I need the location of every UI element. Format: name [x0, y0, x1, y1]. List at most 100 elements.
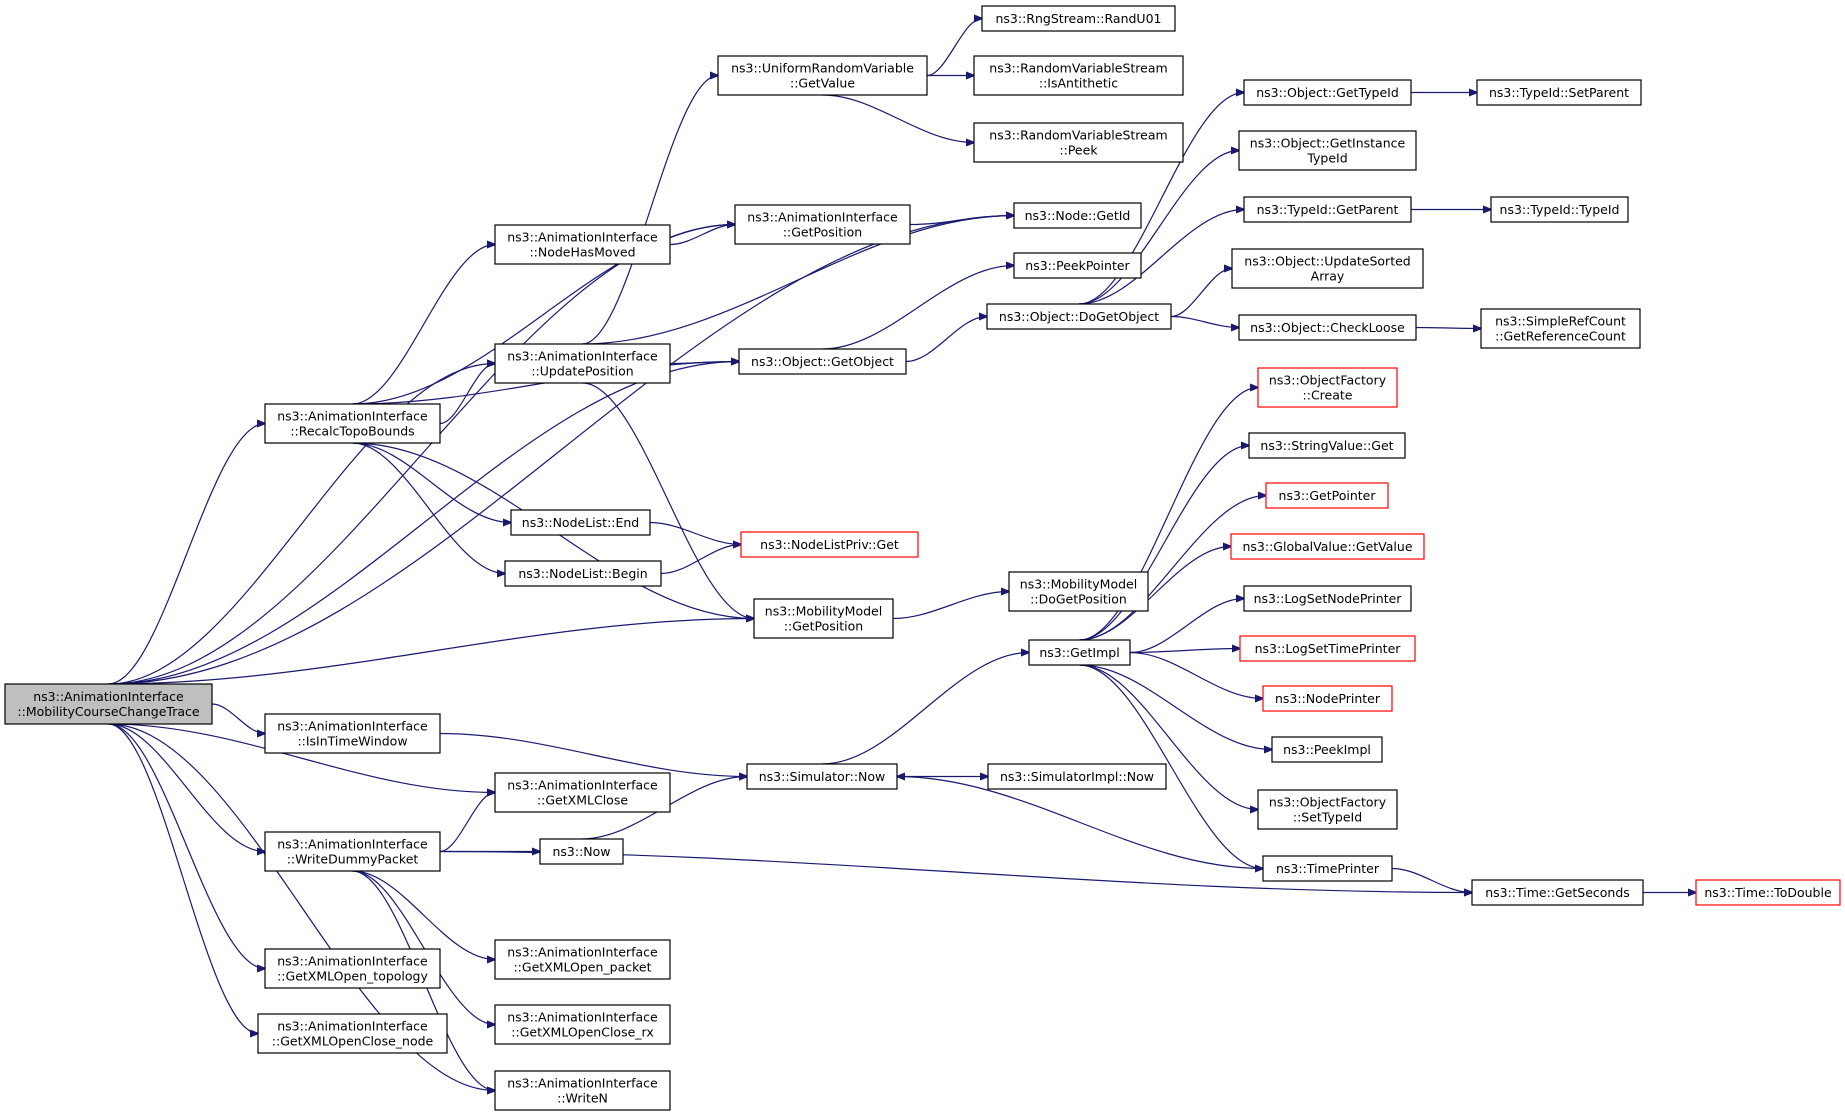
function-node-time-todouble[interactable]: ns3::Time::ToDouble	[1695, 879, 1841, 906]
node-label-line: ::IsAntithetic	[1039, 76, 1118, 91]
function-node-time-getseconds[interactable]: ns3::Time::GetSeconds	[1471, 879, 1644, 906]
call-edge-root-to-getxmlopen_topology	[108, 723, 266, 969]
node-box	[1257, 789, 1398, 830]
node-label-line: ::GetXMLOpen_packet	[513, 960, 651, 975]
function-node-simimpl-now[interactable]: ns3::SimulatorImpl::Now	[987, 763, 1167, 790]
node-label-line: ns3::Object::CheckLoose	[1250, 320, 1405, 335]
node-label-line: ::GetReferenceCount	[1495, 329, 1626, 344]
node-box	[1262, 685, 1393, 712]
function-node-logsettimeprinter[interactable]: ns3::LogSetTimePrinter	[1239, 635, 1416, 662]
call-edge-root-to-writen	[108, 723, 496, 1091]
function-node-peekimpl[interactable]: ns3::PeekImpl	[1271, 736, 1383, 763]
node-label-line: ::GetPosition	[784, 619, 863, 634]
call-edge-dogetobject-to-typeid_getparent	[1078, 210, 1244, 305]
function-node-getxmlopen-packet[interactable]: ns3::AnimationInterface::GetXMLOpen_pack…	[494, 939, 671, 980]
function-node-root[interactable]: ns3::AnimationInterface::MobilityCourseC…	[4, 683, 213, 725]
function-node-peekpointer[interactable]: ns3::PeekPointer	[1013, 252, 1142, 279]
node-label-line: ns3::AnimationInterface	[507, 230, 658, 245]
function-node-rvs-peek[interactable]: ns3::RandomVariableStream::Peek	[973, 122, 1184, 163]
function-node-nodelist-begin[interactable]: ns3::NodeList::Begin	[504, 560, 662, 587]
function-node-logsetnodeprinter[interactable]: ns3::LogSetNodePrinter	[1243, 585, 1412, 612]
call-edge-getimpl-to-nodeprinter	[1129, 651, 1263, 699]
node-box	[1257, 367, 1398, 408]
function-node-getxmlopen-topology[interactable]: ns3::AnimationInterface::GetXMLOpen_topo…	[264, 948, 441, 989]
call-edge-updateposition-to-obj_getobject	[669, 362, 739, 364]
node-label-line: ns3::StringValue::Get	[1260, 438, 1393, 453]
function-node-typeid-getparent[interactable]: ns3::TypeId::GetParent	[1243, 196, 1412, 223]
call-edge-obj_getobject-to-peekpointer	[822, 266, 1015, 350]
function-node-objfactory-create[interactable]: ns3::ObjectFactory::Create	[1257, 367, 1398, 408]
function-node-writedummy[interactable]: ns3::AnimationInterface::WriteDummyPacke…	[264, 831, 441, 872]
function-node-stringvalue-get[interactable]: ns3::StringValue::Get	[1248, 432, 1406, 459]
function-node-getpointer[interactable]: ns3::GetPointer	[1265, 482, 1389, 509]
function-node-nodehasmoved[interactable]: ns3::AnimationInterface::NodeHasMoved	[494, 224, 671, 265]
function-node-globalvalue-getvalue[interactable]: ns3::GlobalValue::GetValue	[1230, 533, 1425, 560]
function-node-nodelistpriv-get[interactable]: ns3::NodeListPriv::Get	[740, 531, 919, 558]
function-node-obj-gettypeid[interactable]: ns3::Object::GetTypeId	[1243, 79, 1412, 106]
node-box	[1238, 314, 1417, 341]
node-box	[1008, 571, 1149, 612]
node-box	[1028, 639, 1131, 666]
node-label-line: ns3::AnimationInterface	[747, 210, 898, 225]
function-node-simplerefcount[interactable]: ns3::SimpleRefCount::GetReferenceCount	[1480, 308, 1641, 349]
node-box	[740, 531, 919, 558]
function-node-randu01[interactable]: ns3::RngStream::RandU01	[981, 5, 1176, 32]
node-label-line: ns3::GlobalValue::GetValue	[1242, 539, 1412, 554]
function-node-uniform-getvalue[interactable]: ns3::UniformRandomVariable::GetValue	[717, 55, 928, 96]
function-node-writen[interactable]: ns3::AnimationInterface::WriteN	[494, 1070, 671, 1111]
function-node-typeid-typeid[interactable]: ns3::TypeId::TypeId	[1490, 196, 1629, 223]
function-node-obj-checkloose[interactable]: ns3::Object::CheckLoose	[1238, 314, 1417, 341]
node-box	[504, 560, 662, 587]
call-edge-root-to-isintime	[211, 703, 265, 734]
function-node-dogetobject[interactable]: ns3::Object::DoGetObject	[986, 303, 1172, 330]
node-box	[973, 55, 1184, 96]
function-node-typeid-setparent[interactable]: ns3::TypeId::SetParent	[1476, 79, 1642, 106]
node-box	[264, 831, 441, 872]
node-box	[981, 5, 1176, 32]
function-node-mobility-dogetposition[interactable]: ns3::MobilityModel::DoGetPosition	[1008, 571, 1149, 612]
node-label-line: ns3::AnimationInterface	[277, 409, 428, 424]
call-edge-recalc-to-nodehasmoved	[352, 245, 496, 405]
node-label-line: ns3::LogSetNodePrinter	[1254, 591, 1403, 606]
call-edge-recalc-to-nodelist_end	[352, 442, 512, 523]
function-node-updateposition[interactable]: ns3::AnimationInterface::UpdatePosition	[494, 343, 671, 384]
node-label-line: ns3::PeekImpl	[1283, 742, 1371, 757]
nodes-layer: ns3::AnimationInterface::MobilityCourseC…	[4, 5, 1841, 1111]
node-label-line: Array	[1311, 269, 1345, 284]
node-box	[264, 948, 441, 989]
node-box	[746, 763, 898, 790]
function-node-nodeprinter[interactable]: ns3::NodePrinter	[1262, 685, 1393, 712]
call-edge-getimpl-to-stringvalue_get	[1079, 446, 1250, 641]
function-node-getimpl[interactable]: ns3::GetImpl	[1028, 639, 1131, 666]
call-edge-uniform_getvalue-to-randu01	[926, 19, 982, 77]
call-edge-mobility_getposition-to-mobility_dogetposition	[892, 592, 1009, 620]
function-node-isantithetic[interactable]: ns3::RandomVariableStream::IsAntithetic	[973, 55, 1184, 96]
function-node-nodelist-end[interactable]: ns3::NodeList::End	[510, 509, 651, 536]
node-label-line: ns3::UniformRandomVariable	[731, 61, 914, 76]
function-node-isintime[interactable]: ns3::AnimationInterface::IsInTimeWindow	[264, 713, 441, 754]
function-node-anim-getposition[interactable]: ns3::AnimationInterface::GetPosition	[734, 204, 911, 245]
function-node-obj-getobject[interactable]: ns3::Object::GetObject	[738, 348, 907, 375]
node-label-line: ::UpdatePosition	[531, 364, 633, 379]
call-edge-isintime-to-simulator_now	[439, 732, 747, 777]
function-node-simulator-now[interactable]: ns3::Simulator::Now	[746, 763, 898, 790]
node-label-line: ns3::AnimationInterface	[277, 837, 428, 852]
function-node-getxmlclose[interactable]: ns3::AnimationInterface::GetXMLClose	[494, 772, 671, 813]
function-node-timeprinter[interactable]: ns3::TimePrinter	[1262, 855, 1393, 882]
node-box	[1480, 308, 1641, 349]
call-edge-writedummy-to-getxmlclose	[439, 793, 495, 853]
function-node-getxmlopenclose-node[interactable]: ns3::AnimationInterface::GetXMLOpenClose…	[257, 1013, 448, 1054]
function-node-recalc[interactable]: ns3::AnimationInterface::RecalcTopoBound…	[264, 403, 441, 444]
function-node-objfactory-settypeid[interactable]: ns3::ObjectFactory::SetTypeId	[1257, 789, 1398, 830]
function-node-ns3now[interactable]: ns3::Now	[539, 838, 624, 865]
node-box	[1248, 432, 1406, 459]
function-node-getxmlopenclose-rx[interactable]: ns3::AnimationInterface::GetXMLOpenClose…	[494, 1004, 671, 1045]
node-box	[257, 1013, 448, 1054]
node-label-line: ns3::NodeList::End	[522, 515, 639, 530]
node-box	[1262, 855, 1393, 882]
node-box	[494, 224, 671, 265]
function-node-mobility-getposition[interactable]: ns3::MobilityModel::GetPosition	[753, 598, 894, 639]
function-node-node-getid[interactable]: ns3::Node::GetId	[1013, 202, 1142, 229]
